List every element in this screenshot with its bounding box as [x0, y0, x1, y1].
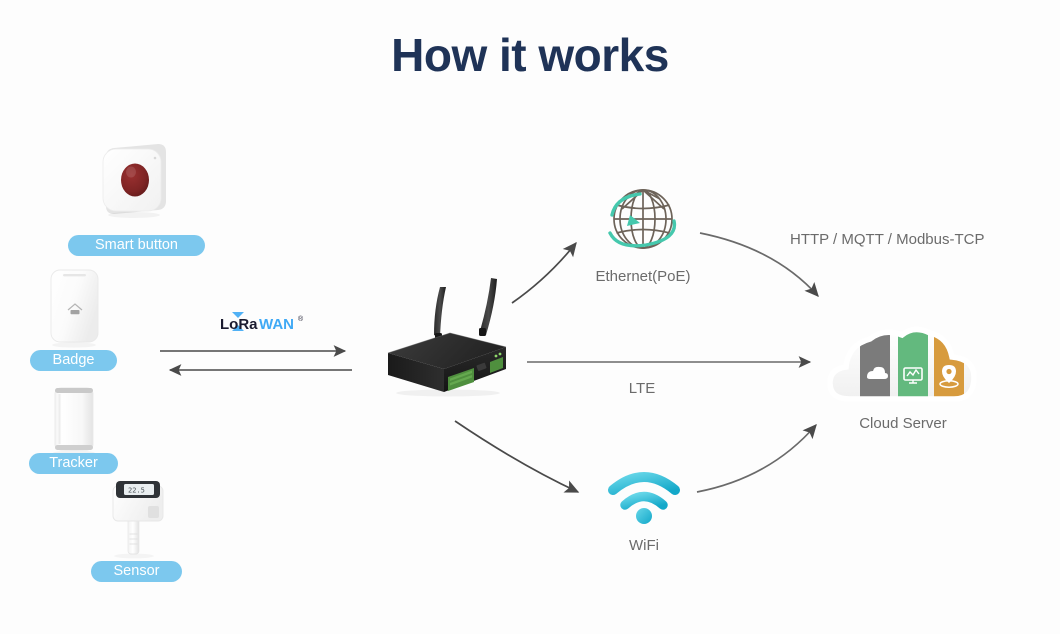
device-label-badge: Badge: [30, 350, 117, 371]
monitor-chart-glyph: [903, 367, 923, 384]
page-title: How it works: [391, 29, 669, 81]
terminal-blocks: [448, 357, 503, 391]
lorawan-lora-text: LoRa: [220, 316, 258, 333]
badge-device-icon: [45, 266, 107, 348]
cloud-glyph: [867, 366, 888, 379]
wifi-icon: [608, 472, 680, 528]
transport-label-ethernet: Ethernet(PoE): [595, 268, 691, 285]
antenna-left: [434, 287, 446, 340]
device-label-sensor: Sensor: [91, 561, 182, 582]
location-pin-glyph: [939, 365, 959, 388]
tracker-device-icon: [46, 384, 104, 456]
cloud-server-icon: [822, 325, 986, 411]
transport-label-lte: LTE: [628, 380, 656, 397]
svg-text:22.5: 22.5: [128, 487, 145, 495]
protocols-label: HTTP / MQTT / Modbus-TCP: [790, 231, 985, 248]
lorawan-wan-text: WAN: [259, 316, 294, 333]
cloud-server-label: Cloud Server: [859, 415, 947, 432]
smart-button-device-icon: [100, 141, 172, 219]
arrow-gateway-to-wifi: [454, 420, 580, 493]
cloud-bar-green: [898, 329, 928, 400]
transport-label-wifi: WiFi: [629, 537, 659, 554]
sensor-device-icon: 22.5: [104, 478, 176, 560]
antenna-right: [479, 278, 497, 336]
lorawan-logo: LoRa WAN ®: [218, 310, 310, 338]
globe-icon: [600, 185, 686, 257]
globe-orbit-arrowhead: [627, 215, 640, 226]
arrow-wifi-to-cloud: [696, 423, 817, 493]
device-label-smart-button: Smart button: [68, 235, 205, 256]
lorawan-gateway-router: [378, 265, 516, 397]
globe-orbit-arrow: [608, 192, 677, 248]
device-label-tracker: Tracker: [29, 453, 118, 474]
svg-text:®: ®: [298, 315, 304, 323]
